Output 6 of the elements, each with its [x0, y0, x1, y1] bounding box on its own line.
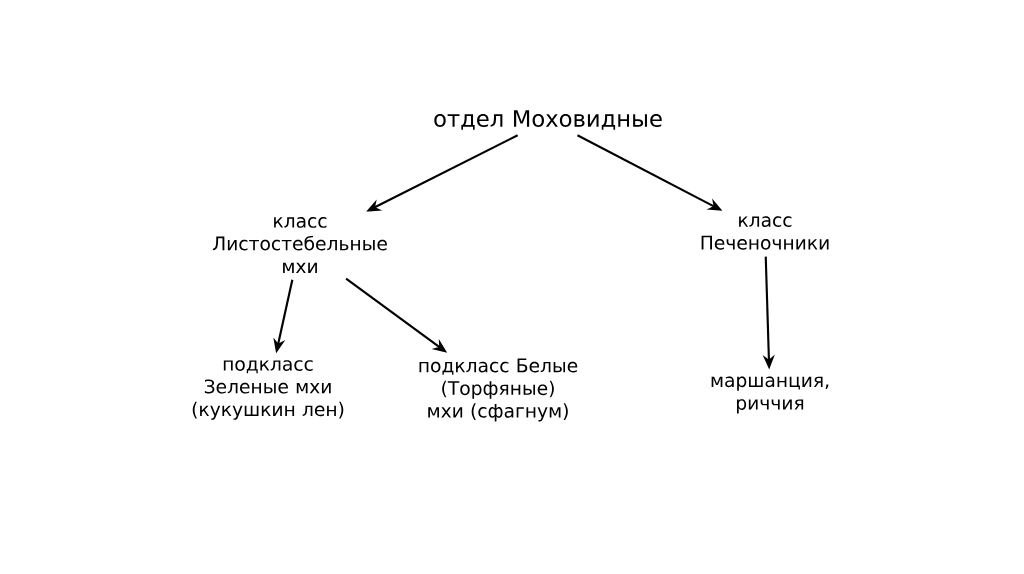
node-text: подкласс Зеленые мхи (кукушкин лен): [192, 360, 344, 420]
node-text: отдел Моховидные: [434, 110, 662, 130]
node-text: подкласс Белые (Торфяные) мхи (сфагнум): [419, 358, 578, 422]
node-text: класс Листостебельные мхи: [212, 217, 387, 273]
node-text: маршанция, риччия: [711, 376, 829, 414]
node-text: класс Печеночники: [701, 216, 829, 250]
